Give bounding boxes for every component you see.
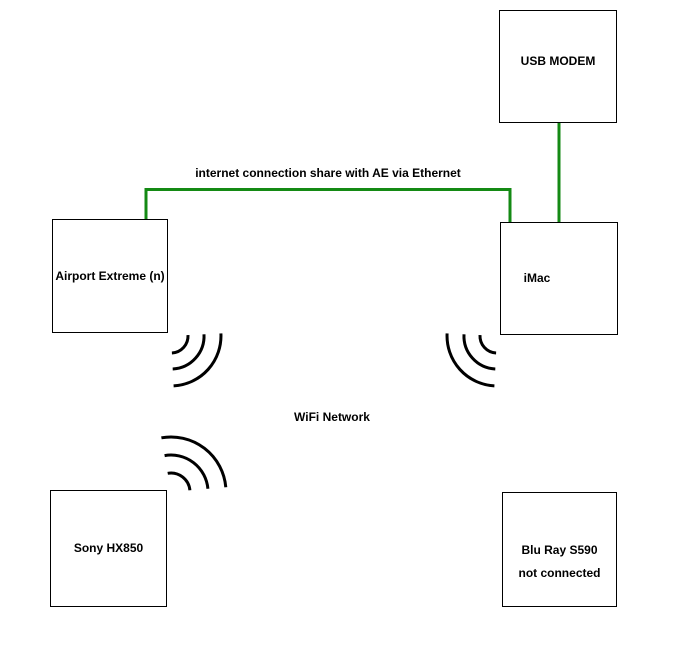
- node-imac: iMac: [500, 222, 618, 335]
- wifi-signal-icon-airport-extreme: [171, 333, 223, 388]
- ethernet-connectors: [144, 122, 561, 223]
- node-blu-ray-label: Blu Ray S590: [521, 542, 598, 557]
- node-sony-tv-label: Sony HX850: [73, 541, 144, 555]
- node-usb-modem: USB MODEM: [499, 10, 617, 123]
- wifi-signal-icon-imac: [445, 333, 497, 388]
- node-airport-extreme: Airport Extreme (n): [52, 219, 168, 333]
- wifi-signal-icon-sony: [161, 435, 228, 491]
- node-sony-tv: Sony HX850: [50, 490, 167, 607]
- node-imac-label: iMac: [523, 271, 551, 285]
- node-blu-ray-label-block: Blu Ray S590 not connected: [518, 543, 600, 581]
- ethernet-connection-label: internet connection share with AE via Et…: [195, 166, 461, 180]
- wifi-network-label: WiFi Network: [294, 410, 370, 424]
- wifi-signal-icons: [161, 333, 497, 491]
- node-blu-ray-status-label: not connected: [518, 565, 601, 580]
- ethernet-line-airport-to-imac: [144, 188, 512, 223]
- node-airport-extreme-label: Airport Extreme (n): [55, 268, 165, 283]
- node-blu-ray: Blu Ray S590 not connected: [502, 492, 617, 607]
- node-usb-modem-label: USB MODEM: [520, 54, 596, 68]
